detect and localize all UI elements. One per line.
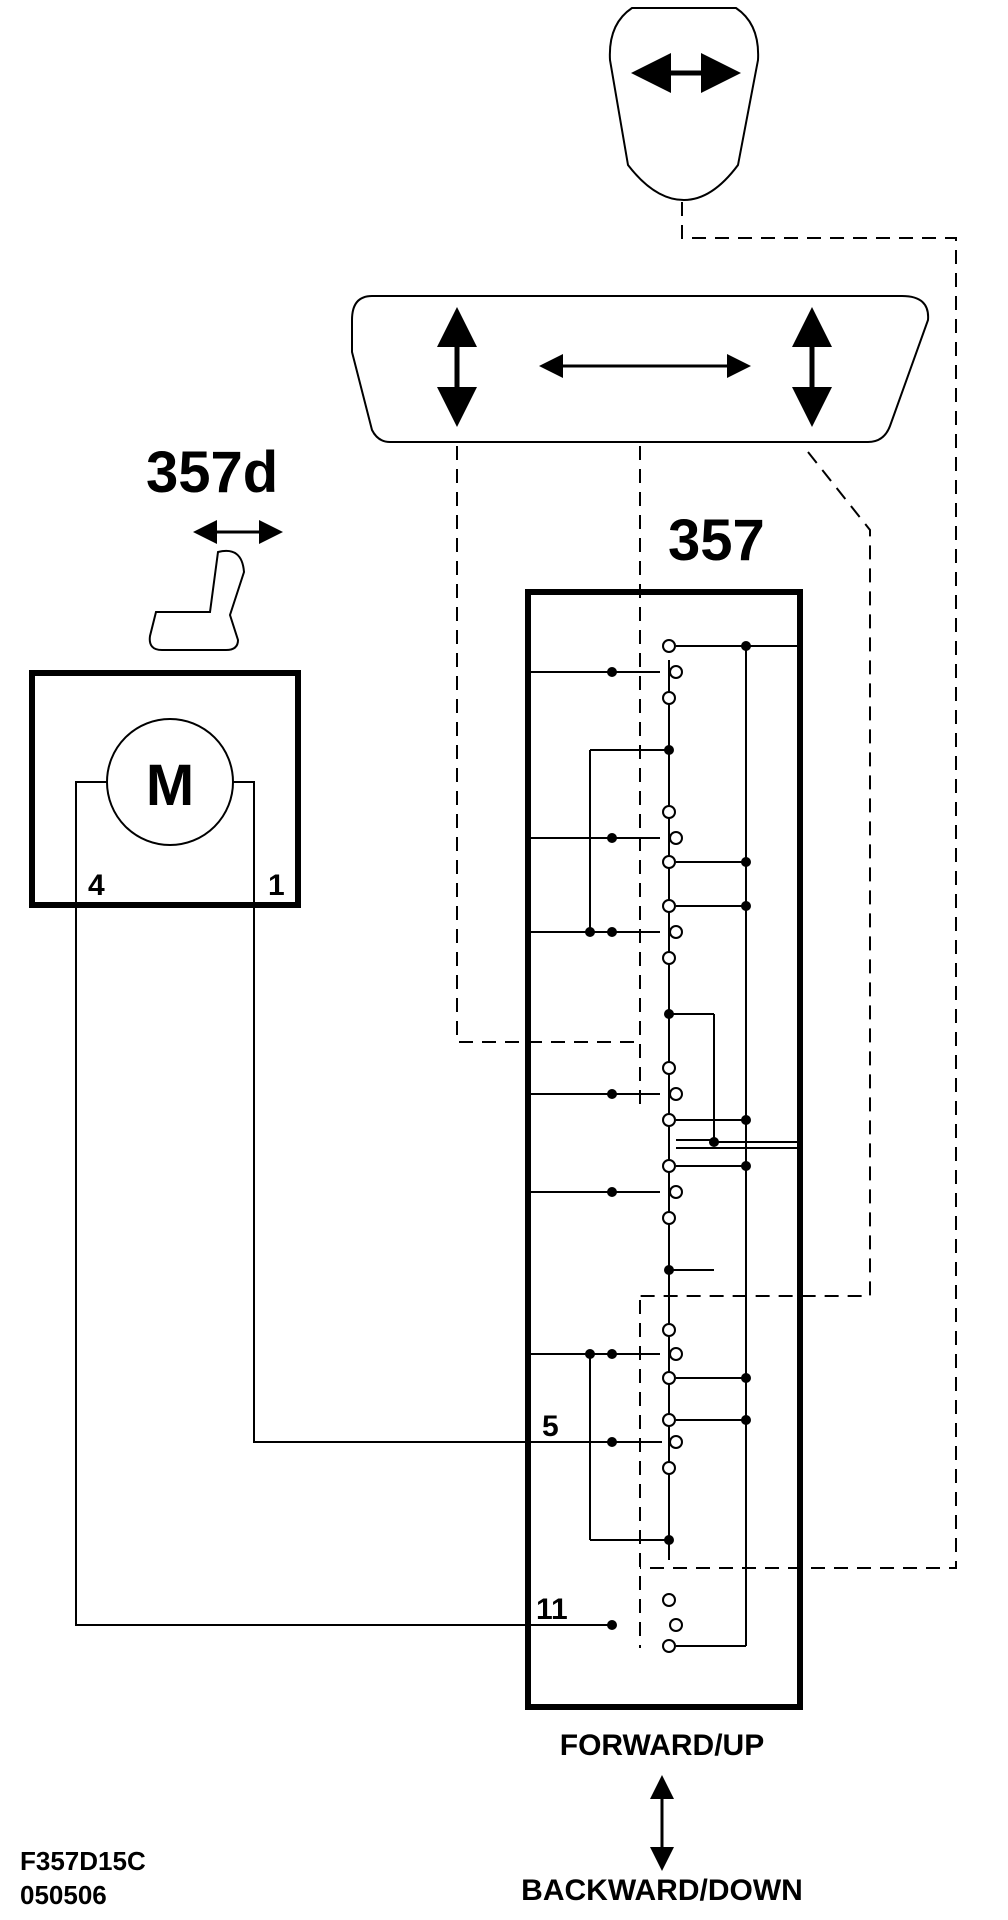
seat-icon — [148, 520, 283, 651]
switch-box: 5 11 — [525, 589, 803, 1710]
backward-down-label: BACKWARD/DOWN — [521, 1874, 803, 1907]
motor-pin-4: 4 — [88, 869, 105, 902]
switch-code-label: 357 — [668, 508, 765, 573]
switch-pin-5: 5 — [542, 1410, 559, 1443]
forward-up-label: FORWARD/UP — [560, 1729, 764, 1762]
mechanical-linkages — [456, 202, 957, 1648]
motor-box: M 4 1 — [29, 670, 662, 1626]
seat-code-label: 357d — [146, 440, 278, 505]
switch-pin-11: 11 — [536, 1593, 568, 1626]
motor-pin-1: 1 — [268, 869, 285, 902]
motor-symbol: M — [146, 753, 194, 818]
reference-code: F357D15C — [20, 1846, 146, 1876]
joystick-knob-icon — [608, 7, 760, 202]
switch-panel-icon — [351, 295, 930, 443]
reference-date: 050506 — [20, 1880, 107, 1910]
